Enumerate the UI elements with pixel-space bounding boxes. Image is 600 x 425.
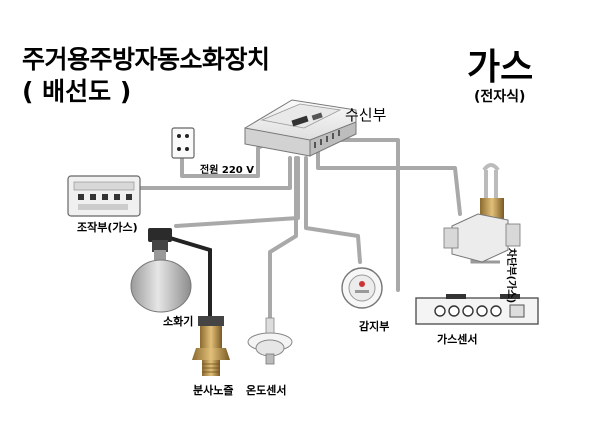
gas-badge-title: 가스 — [467, 47, 534, 88]
detector-unit — [341, 267, 383, 309]
wire-gas-sensor — [313, 138, 400, 292]
power-outlet — [171, 127, 195, 159]
wire-gas-valve — [316, 148, 462, 216]
diagram-subtitle: ( 배선도 ) — [22, 77, 132, 106]
power-label: 전원 220 V — [200, 165, 254, 176]
receiver-label: 수신부 — [345, 106, 387, 124]
gas-valve-unit — [443, 163, 521, 263]
wire-control-panel — [138, 156, 292, 190]
temperature-sensor — [247, 317, 293, 365]
control-panel-label: 조작부(가스) — [77, 221, 138, 234]
gas-badge-subtitle: (전자식) — [474, 89, 526, 105]
wire-detector — [304, 156, 362, 264]
diagram-title: 주거용주방자동소화장치 — [22, 45, 270, 74]
spray-nozzle — [192, 316, 230, 376]
gas-valve-label: 차단부(가스) — [505, 248, 516, 304]
control-panel — [67, 175, 141, 217]
temp-sensor-label: 온도센서 — [246, 384, 287, 397]
gas-sensor-unit — [415, 294, 539, 325]
nozzle-label: 분사노즐 — [193, 384, 234, 397]
detector-label: 감지부 — [359, 320, 390, 333]
receiver-unit — [244, 99, 357, 157]
extinguisher-label: 소화기 — [163, 315, 194, 328]
gas-sensor-label: 가스센서 — [437, 333, 478, 346]
extinguisher-tank — [130, 228, 192, 313]
tube-nozzle — [168, 236, 212, 318]
wire-temp-sensor — [268, 156, 298, 320]
